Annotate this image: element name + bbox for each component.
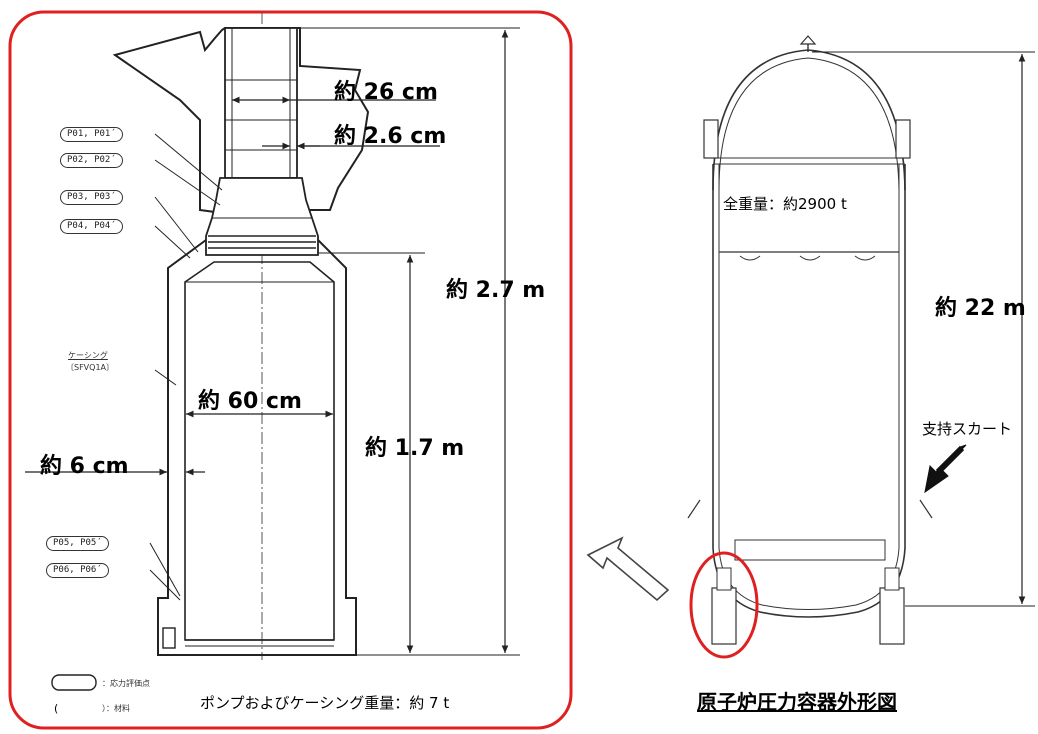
pump-nozzle: [224, 27, 298, 179]
skirt-label: 支持スカート: [922, 420, 1013, 438]
point-tag-p05: P05, P05´: [46, 536, 109, 551]
reactor-vessel: [687, 35, 933, 645]
pump-weight: ポンプおよびケーシング重量：約 7 t: [200, 694, 450, 712]
legend-stress-symbol: [51, 674, 97, 691]
point-tag-p04: P04, P04´: [60, 219, 123, 234]
dim-wall-thickness: 約 6 cm: [40, 454, 129, 479]
legend-material-text: ）：材料: [102, 704, 130, 713]
pump-flange: [205, 177, 319, 256]
dim-inner-diameter: 約 60 cm: [198, 389, 302, 414]
dim-top-wall-thickness: 約 2.6 cm: [334, 124, 447, 149]
pump-casing-outer: [157, 239, 357, 656]
casing-material: 〔SFVQ1A〕: [66, 363, 115, 372]
dim-total-height: 約 2.7 m: [446, 278, 546, 303]
svg-text:(: (: [54, 702, 58, 715]
point-tag-p06: P06, P06´: [46, 563, 109, 578]
hollow-arrow: [586, 536, 670, 602]
legend-stress-text: ：応力評価点: [102, 679, 150, 688]
point-tag-p01: P01, P01´: [60, 127, 123, 142]
vessel-caption: 原子炉圧力容器外形図: [697, 690, 897, 714]
point-tag-p02: P02, P02´: [60, 153, 123, 168]
dim-body-height: 約 1.7 m: [365, 436, 465, 461]
pump-panel-frame: [8, 10, 573, 730]
casing-label: ケーシング: [68, 351, 108, 360]
point-tag-p03: P03, P03´: [60, 190, 123, 205]
pump-casing-inner: [184, 261, 335, 641]
dim-top-inner-diameter: 約 26 cm: [334, 80, 438, 105]
vessel-height: 約 22 m: [935, 296, 1026, 321]
vessel-total-weight: 全重量：約2900 t: [723, 195, 847, 213]
pump-highlight-ellipse: [689, 551, 759, 659]
